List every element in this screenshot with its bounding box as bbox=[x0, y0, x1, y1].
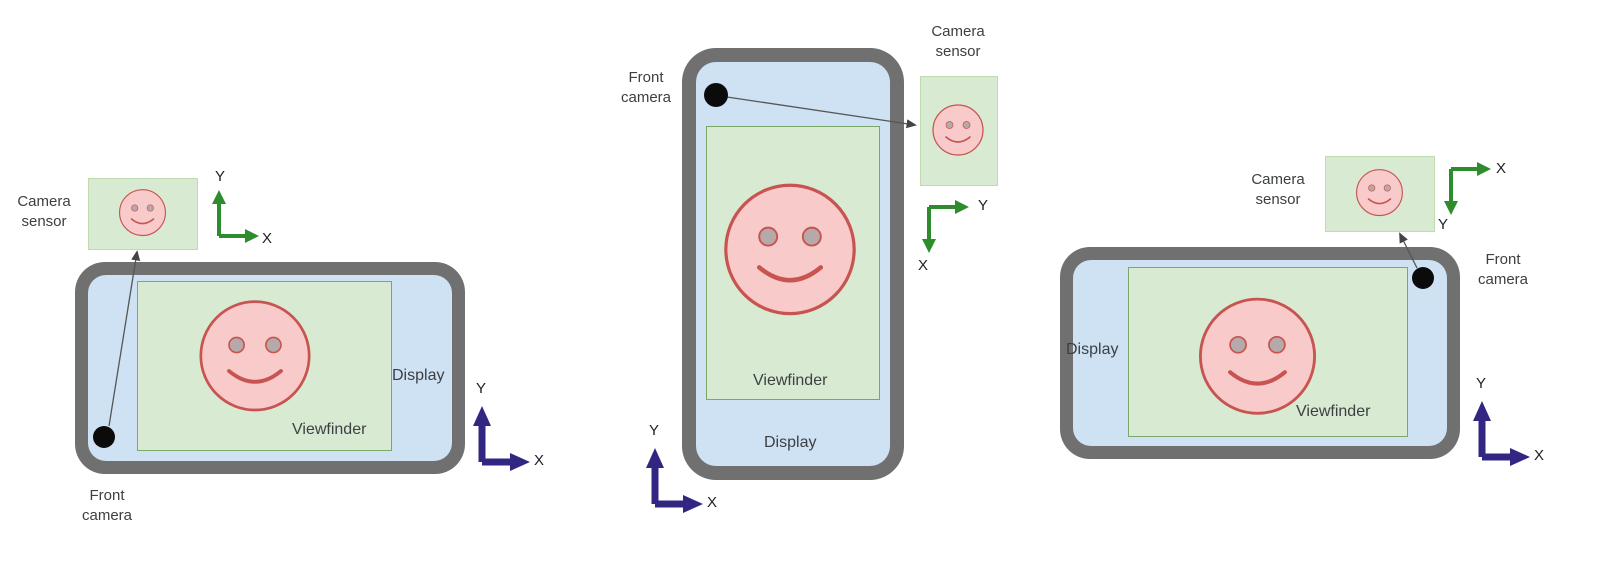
display-axis-y-label: Y bbox=[649, 422, 660, 439]
sensor-axis-y-label: Y bbox=[978, 197, 989, 214]
face-head bbox=[1198, 297, 1317, 415]
face-eye bbox=[1229, 335, 1247, 354]
sensor-smiley-face-icon bbox=[1356, 169, 1403, 217]
face-mouth bbox=[756, 265, 824, 283]
face-eye bbox=[801, 226, 822, 247]
front-camera-label-line2: camera bbox=[1477, 270, 1529, 288]
camera-sensor-label-line2: sensor bbox=[21, 212, 67, 230]
face-mouth bbox=[1228, 370, 1287, 386]
viewfinder-smiley-face-icon bbox=[724, 183, 856, 316]
face-head bbox=[119, 189, 166, 237]
front-camera-label: Front camera bbox=[58, 486, 156, 525]
display-axis-y-label: Y bbox=[1476, 375, 1487, 392]
sensor-axis-y-label: Y bbox=[1438, 216, 1449, 233]
face-head bbox=[1356, 169, 1403, 217]
sensor-smiley-face-icon bbox=[932, 104, 984, 156]
display-axis-x-label: X bbox=[534, 452, 545, 469]
display-axes-icon bbox=[646, 448, 703, 513]
display-axis-x-label: X bbox=[707, 494, 718, 511]
front-camera-label: Front camera bbox=[1458, 250, 1548, 289]
front-camera-dot bbox=[1412, 267, 1434, 289]
face-eye bbox=[228, 336, 245, 354]
front-camera-dot bbox=[93, 426, 115, 448]
face-eye bbox=[945, 121, 954, 129]
front-camera-label-line1: Front bbox=[1485, 251, 1521, 268]
display-axis-x-label: X bbox=[1534, 447, 1545, 464]
sensor-axes-icon bbox=[1444, 162, 1491, 215]
camera-sensor-label-line1: Camera bbox=[931, 23, 985, 40]
sensor-smiley-face-icon bbox=[119, 189, 166, 237]
face-head bbox=[199, 300, 311, 412]
face-eye bbox=[1383, 184, 1391, 192]
sensor-axis-x-label: X bbox=[262, 230, 273, 247]
display-axis-y-label: Y bbox=[476, 380, 487, 397]
sensor-axes-icon bbox=[922, 200, 969, 253]
viewfinder-smiley-face-icon bbox=[199, 300, 311, 412]
sensor-axis-x-label: X bbox=[918, 257, 929, 274]
viewfinder-smiley-face-icon bbox=[1198, 297, 1317, 415]
camera-sensor-label-line1: Camera bbox=[17, 193, 71, 210]
face-eye bbox=[962, 121, 971, 129]
display-axes-icon bbox=[1473, 401, 1530, 466]
sensor-axes-icon bbox=[212, 190, 259, 243]
display-label: Display bbox=[392, 367, 445, 384]
camera-sensor-label-line2: sensor bbox=[1255, 190, 1301, 208]
sensor-axis-y-label: Y bbox=[215, 168, 226, 185]
viewfinder-label: Viewfinder bbox=[292, 421, 367, 438]
display-label: Display bbox=[764, 434, 817, 451]
face-head bbox=[724, 183, 856, 316]
front-camera-label-line2: camera bbox=[620, 88, 672, 106]
face-mouth bbox=[945, 136, 971, 143]
face-eye bbox=[265, 336, 282, 354]
face-mouth bbox=[130, 218, 155, 225]
camera-sensor-label-line2: sensor bbox=[935, 42, 981, 60]
camera-sensor-label: Camera sensor bbox=[2, 192, 86, 231]
camera-sensor-label: Camera sensor bbox=[910, 22, 1006, 61]
face-mouth bbox=[227, 369, 283, 384]
front-camera-label-line2: camera bbox=[81, 506, 133, 524]
display-axes-icon bbox=[473, 406, 530, 471]
front-camera-dot bbox=[704, 83, 728, 107]
face-eye bbox=[131, 204, 139, 212]
viewfinder-label: Viewfinder bbox=[753, 372, 828, 389]
viewfinder-label: Viewfinder bbox=[1296, 403, 1371, 420]
display-label: Display bbox=[1066, 341, 1119, 358]
front-camera-label: Front camera bbox=[598, 68, 694, 107]
face-head bbox=[932, 104, 984, 156]
face-eye bbox=[146, 204, 154, 212]
camera-sensor-label-line1: Camera bbox=[1251, 171, 1305, 188]
sensor-axis-x-label: X bbox=[1496, 160, 1507, 177]
front-camera-label-line1: Front bbox=[628, 69, 664, 86]
face-mouth bbox=[1367, 198, 1392, 205]
camera-sensor-label: Camera sensor bbox=[1236, 170, 1320, 209]
face-eye bbox=[1268, 335, 1286, 354]
face-eye bbox=[758, 226, 779, 247]
front-camera-label-line1: Front bbox=[89, 487, 125, 504]
face-eye bbox=[1368, 184, 1376, 192]
